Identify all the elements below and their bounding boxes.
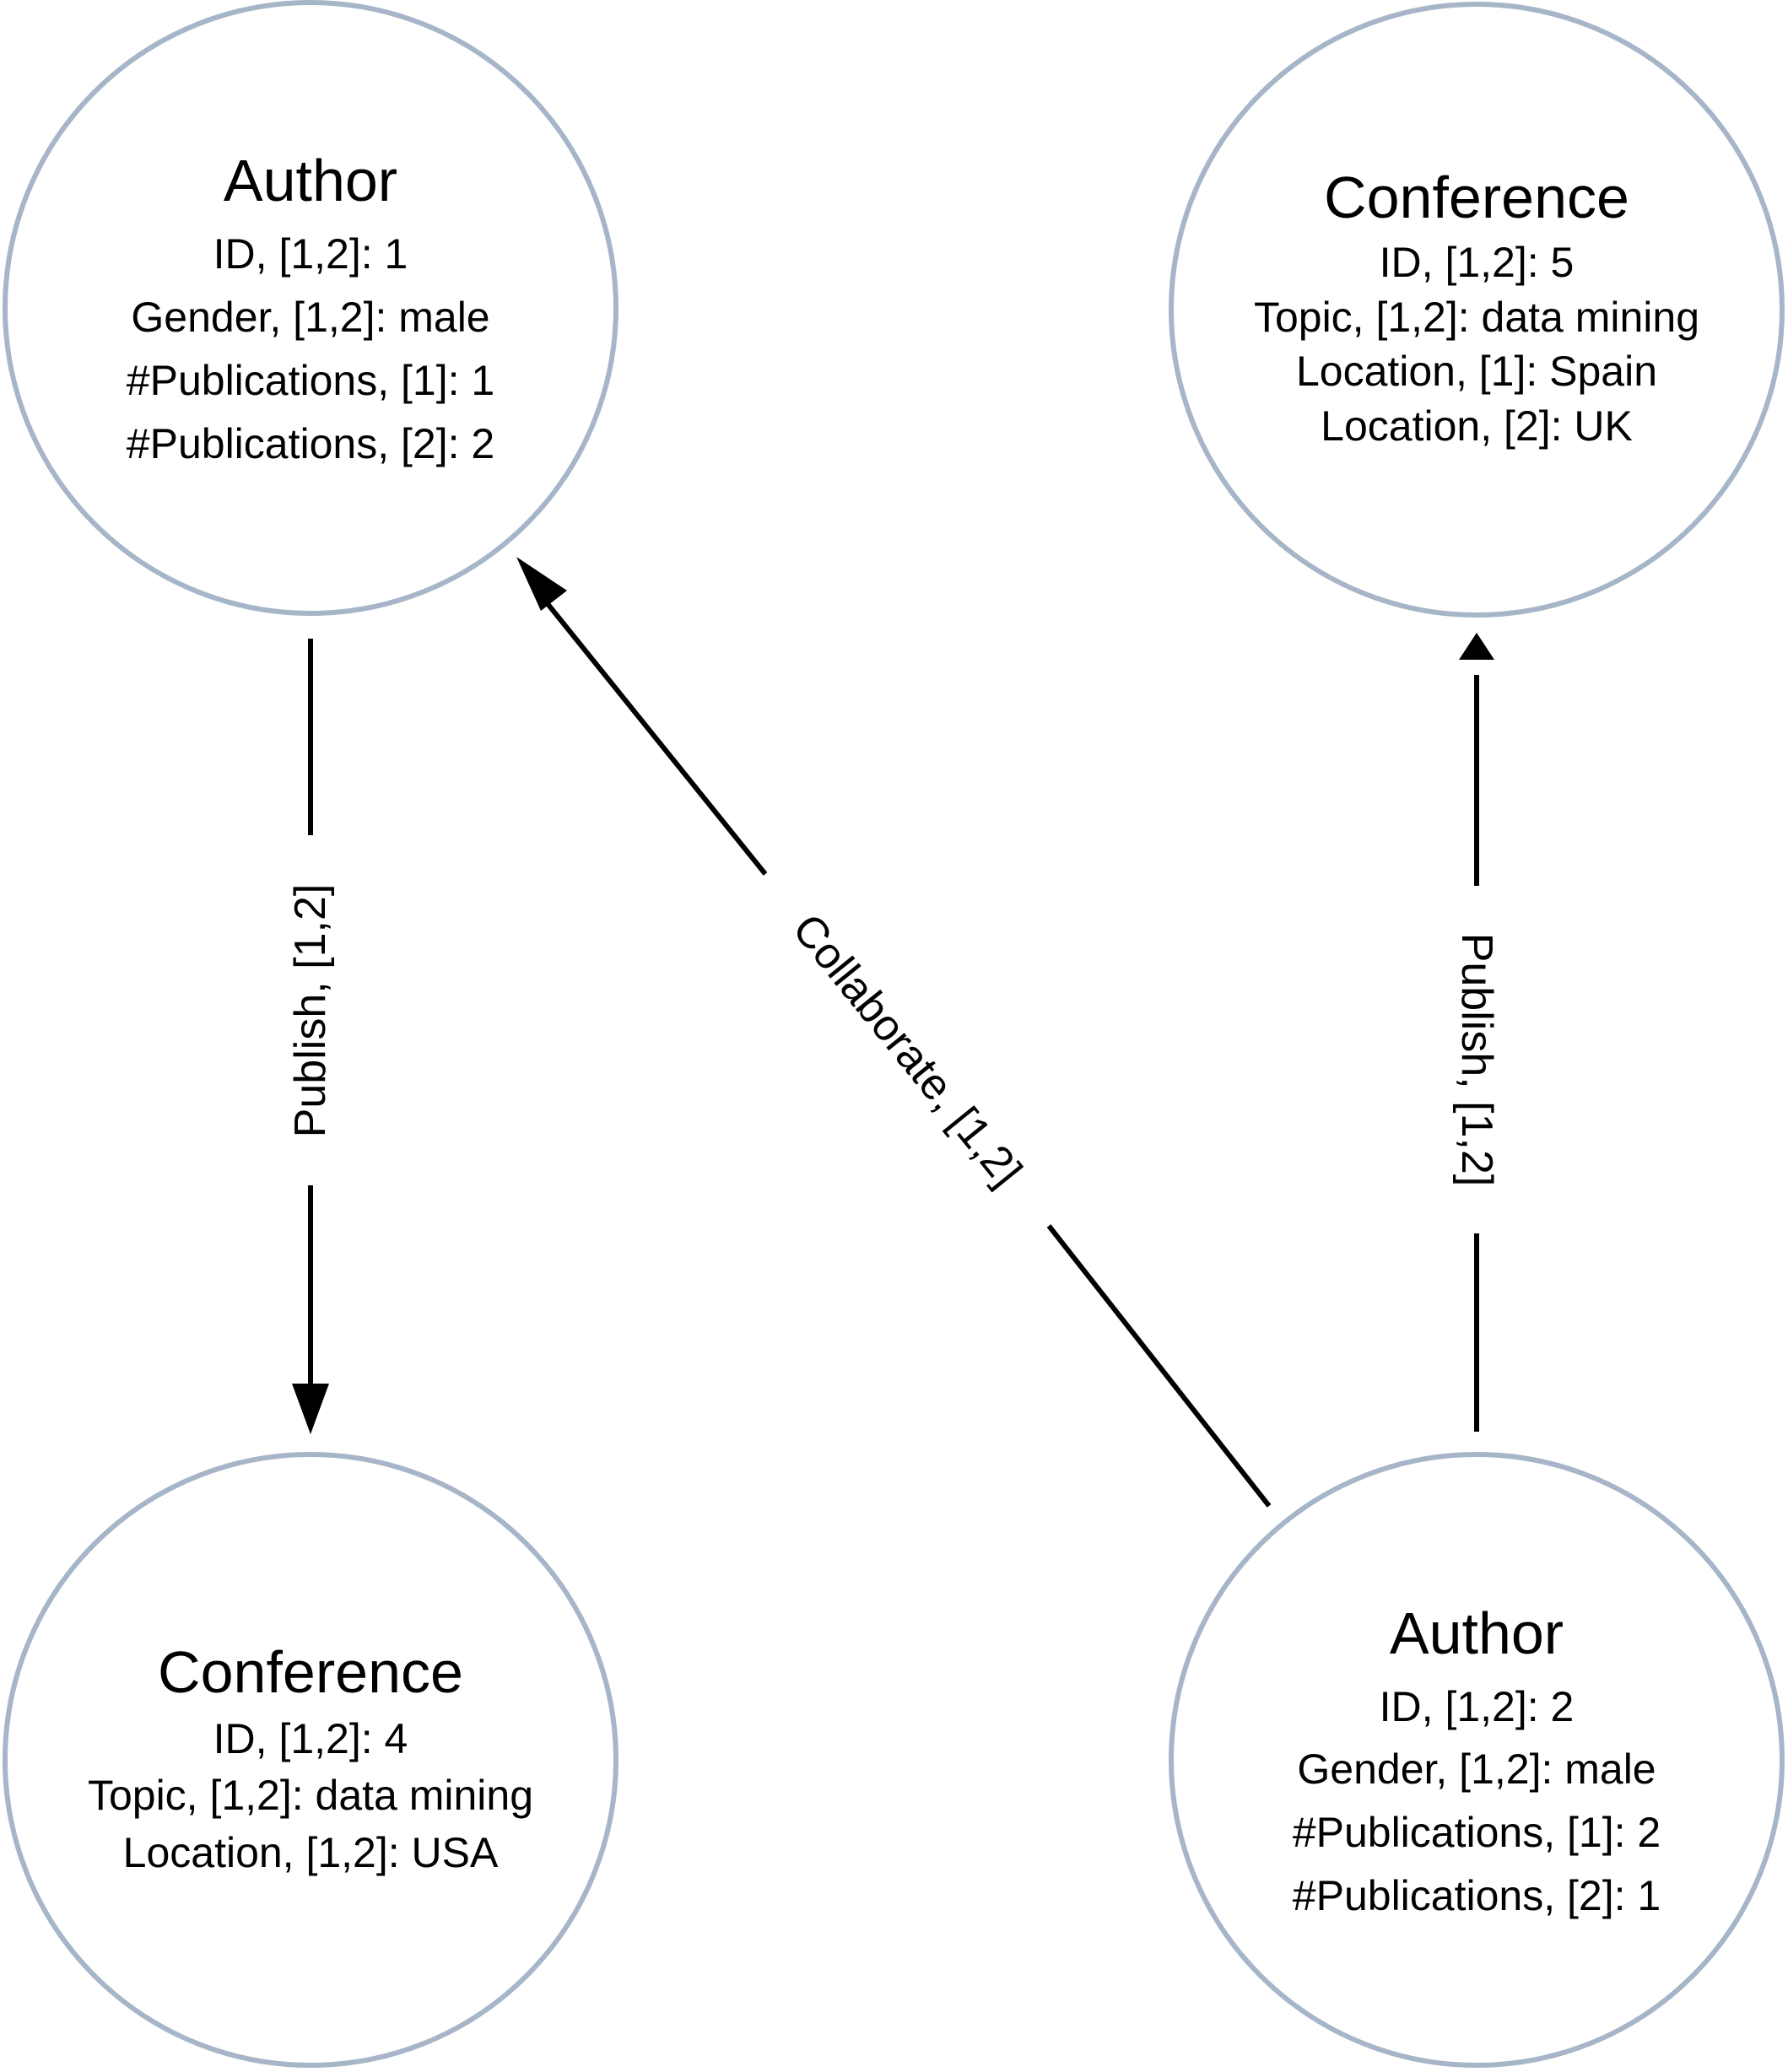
node-attribute: #Publications, [2]: 2 bbox=[127, 420, 494, 467]
node-attribute: Location, [1,2]: USA bbox=[123, 1829, 499, 1876]
node-attribute: #Publications, [2]: 1 bbox=[1293, 1872, 1661, 1919]
node-title: Author bbox=[224, 148, 397, 213]
node-attribute: Gender, [1,2]: male bbox=[131, 294, 489, 341]
node-attribute: Topic, [1,2]: data mining bbox=[1254, 294, 1699, 341]
node-title: Author bbox=[1390, 1600, 1564, 1666]
node-circle bbox=[1169, 1452, 1785, 2068]
edge-author2-publish-conference5[interactable]: Publish, [1,2] bbox=[1452, 633, 1501, 1432]
node-title: Conference bbox=[158, 1639, 463, 1705]
node-attribute: ID, [1,2]: 1 bbox=[213, 230, 408, 278]
node-author-2[interactable]: Author ID, [1,2]: 2 Gender, [1,2]: male … bbox=[1169, 1452, 1785, 2068]
edge-label: Collaborate, [1,2] bbox=[783, 905, 1031, 1195]
node-title: Conference bbox=[1324, 165, 1629, 230]
node-conference-4[interactable]: Conference ID, [1,2]: 4 Topic, [1,2]: da… bbox=[3, 1452, 619, 2068]
edge-segment bbox=[543, 599, 768, 876]
node-circle bbox=[1169, 2, 1785, 618]
node-attribute: ID, [1,2]: 5 bbox=[1380, 239, 1575, 286]
node-conference-5[interactable]: Conference ID, [1,2]: 5 Topic, [1,2]: da… bbox=[1169, 2, 1785, 618]
node-attribute: #Publications, [1]: 2 bbox=[1293, 1809, 1661, 1856]
node-attribute: Location, [1]: Spain bbox=[1296, 348, 1657, 395]
node-attribute: ID, [1,2]: 4 bbox=[213, 1715, 408, 1762]
edge-author1-publish-conference4[interactable]: Publish, [1,2] bbox=[286, 639, 335, 1434]
node-attribute: Gender, [1,2]: male bbox=[1297, 1746, 1656, 1793]
node-attribute: ID, [1,2]: 2 bbox=[1380, 1683, 1575, 1730]
arrow-up-icon bbox=[1459, 633, 1494, 660]
node-author-1[interactable]: Author ID, [1,2]: 1 Gender, [1,2]: male … bbox=[3, 0, 619, 616]
edge-author2-collaborate-author1[interactable]: Collaborate, [1,2] bbox=[516, 557, 1272, 1508]
edge-segment bbox=[1046, 1224, 1272, 1508]
node-attribute: Location, [2]: UK bbox=[1321, 402, 1633, 450]
arrow-down-icon bbox=[292, 1384, 329, 1434]
edge-label: Publish, [1,2] bbox=[286, 884, 335, 1138]
node-attribute: #Publications, [1]: 1 bbox=[127, 357, 494, 404]
edge-label: Publish, [1,2] bbox=[1452, 933, 1501, 1187]
node-circle bbox=[3, 1452, 619, 2068]
node-circle bbox=[3, 0, 619, 616]
node-attribute: Topic, [1,2]: data mining bbox=[88, 1772, 533, 1819]
arrow-up-left-icon bbox=[516, 557, 567, 611]
